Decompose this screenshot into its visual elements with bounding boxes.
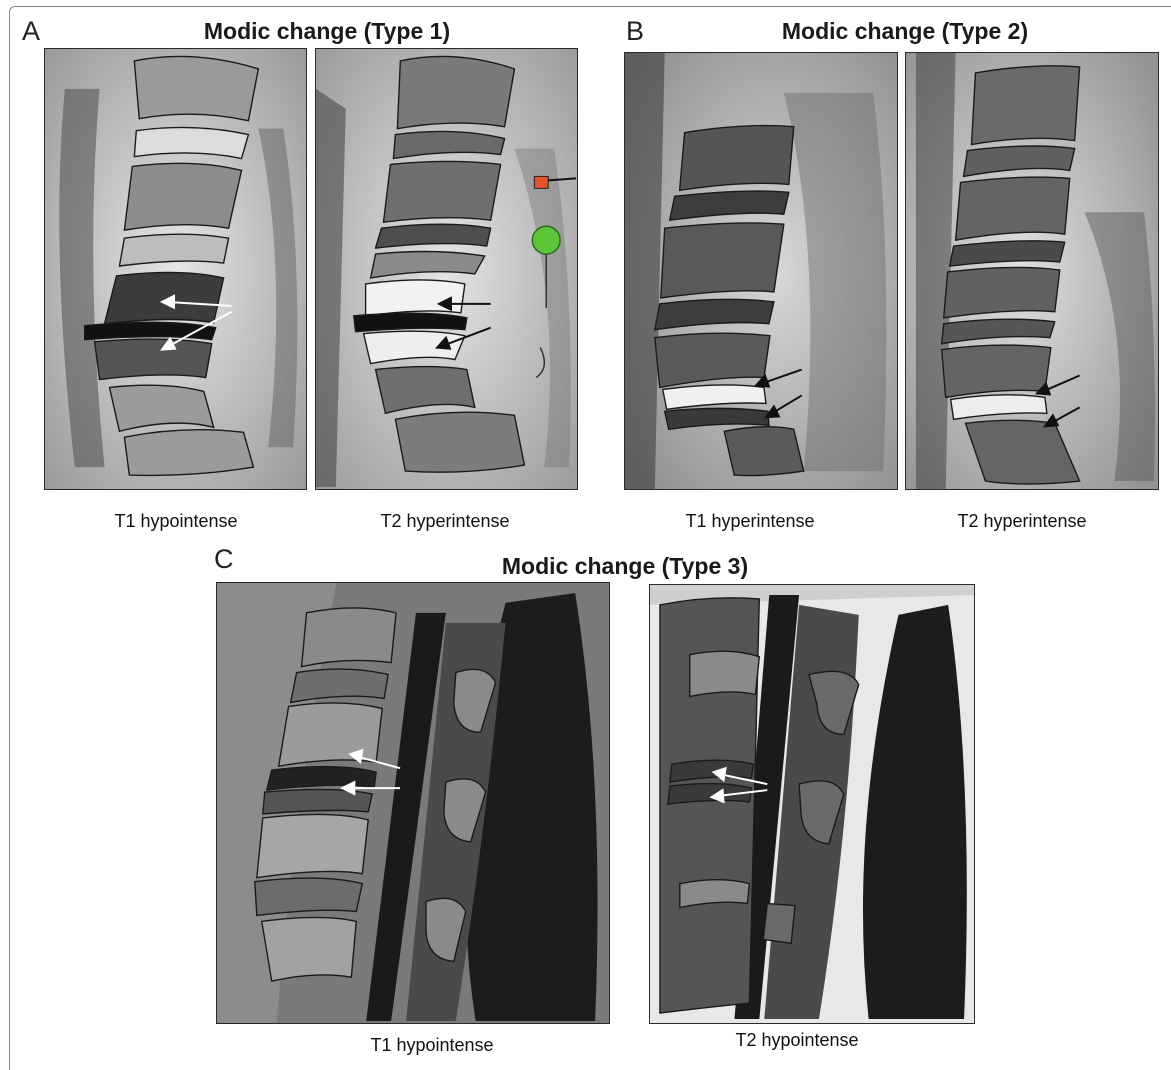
panel-a-left-caption: T1 hypointense (114, 511, 237, 532)
panel-a-right-caption: T2 hyperintense (380, 511, 509, 532)
panel-b-title: Modic change (Type 2) (782, 18, 1028, 45)
panel-c-t2-illustration (649, 584, 975, 1024)
panel-b-right-caption: T2 hyperintense (957, 511, 1086, 532)
panel-b-left-caption: T1 hyperintense (685, 511, 814, 532)
panel-a-title: Modic change (Type 1) (204, 18, 450, 45)
panel-b-t2-illustration (905, 52, 1159, 490)
panel-c-title: Modic change (Type 3) (502, 553, 748, 580)
panel-b-t1-illustration (624, 52, 898, 490)
panel-c-letter: C (214, 544, 234, 575)
panel-b-letter: B (626, 16, 644, 47)
panel-a-letter: A (22, 16, 40, 47)
panel-c-t1-illustration (216, 582, 610, 1024)
panel-c-right-caption: T2 hypointense (735, 1030, 858, 1051)
panel-a-t2-illustration (315, 48, 578, 490)
panel-c-left-caption: T1 hypointense (370, 1035, 493, 1056)
panel-a-t1-illustration (44, 48, 307, 490)
